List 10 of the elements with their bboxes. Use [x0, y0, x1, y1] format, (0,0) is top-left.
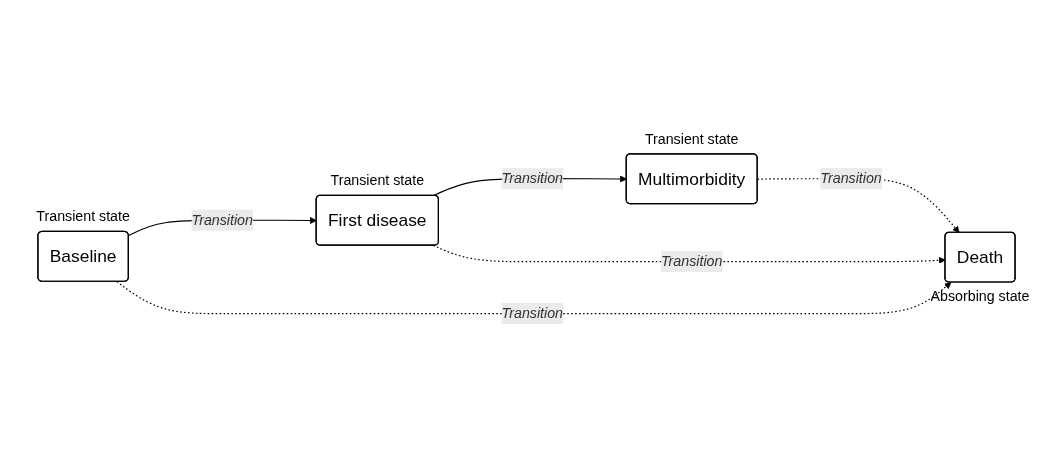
edge-label: Transition	[501, 170, 563, 187]
node-label: Transient state	[644, 130, 739, 147]
node-label: Transient state	[330, 172, 425, 189]
edge-label: Transition	[820, 170, 882, 187]
edge-label: Transition	[501, 305, 563, 322]
edge-label: Transition	[660, 253, 723, 270]
node-label: Transient state	[36, 208, 130, 225]
node-label: Absorbing state	[930, 288, 1030, 305]
arrow	[116, 281, 952, 315]
edge-label: Transition	[191, 211, 253, 228]
